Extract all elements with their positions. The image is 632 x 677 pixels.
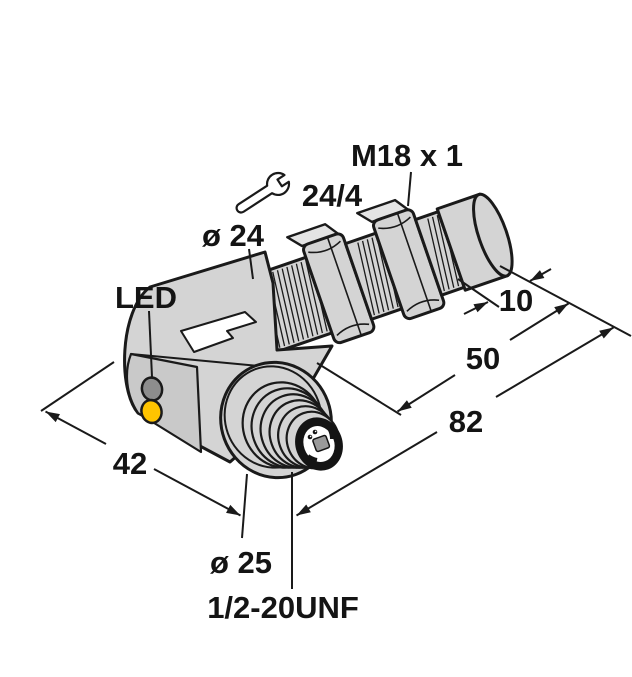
dim-text-82: 82: [449, 404, 483, 439]
thread-line: [286, 266, 305, 340]
extension-lines: [40, 265, 632, 416]
thread-line: [436, 215, 455, 288]
keyway-slot: [312, 434, 331, 453]
label-flange-diameter: ø 25: [210, 545, 272, 580]
dimension-82: [295, 326, 615, 517]
thread-line: [276, 270, 295, 343]
sensing-cap: [435, 192, 514, 292]
dimension-42: [45, 410, 241, 517]
leader-m18: [407, 171, 412, 207]
dim-text-10: 10: [499, 283, 533, 318]
label-thread-spec: M18 x 1: [351, 138, 463, 173]
thread-line: [427, 218, 445, 292]
dimension-10: [463, 268, 552, 315]
led-indicator-yellow: [140, 398, 163, 425]
thread-line: [272, 271, 290, 345]
body-end-face: [125, 352, 203, 454]
label-recess: [180, 311, 257, 353]
thread-line: [366, 239, 385, 313]
label-led: LED: [115, 280, 177, 315]
connector-face: [295, 417, 343, 471]
label-body-diameter: ø 24: [202, 218, 265, 253]
leader-led: [148, 310, 153, 378]
thread-line: [291, 265, 309, 339]
leader-dia25: [241, 473, 248, 539]
thread-line: [295, 263, 314, 337]
thread-line: [300, 261, 319, 335]
label-wrench-size: 24/4: [302, 178, 363, 213]
thread-line: [281, 268, 300, 342]
pin: [312, 429, 318, 435]
wrench-icon: [235, 171, 291, 214]
sensor-barrel: [249, 192, 514, 354]
dim-text-42: 42: [113, 446, 147, 481]
thread-line: [305, 260, 324, 334]
thread-line: [361, 240, 380, 314]
leader-dia24: [248, 248, 254, 280]
dim-text-50: 50: [466, 341, 500, 376]
connector-thread-ridges: [241, 381, 341, 470]
thread-line: [357, 242, 376, 316]
pin: [307, 434, 313, 440]
dimension-50: [396, 302, 570, 413]
thread-line: [371, 237, 390, 311]
connector-assembly: [219, 360, 343, 480]
label-connector-thread: 1/2-20UNF: [207, 590, 359, 625]
leader-lines: [148, 171, 412, 589]
thread-line: [431, 216, 450, 290]
